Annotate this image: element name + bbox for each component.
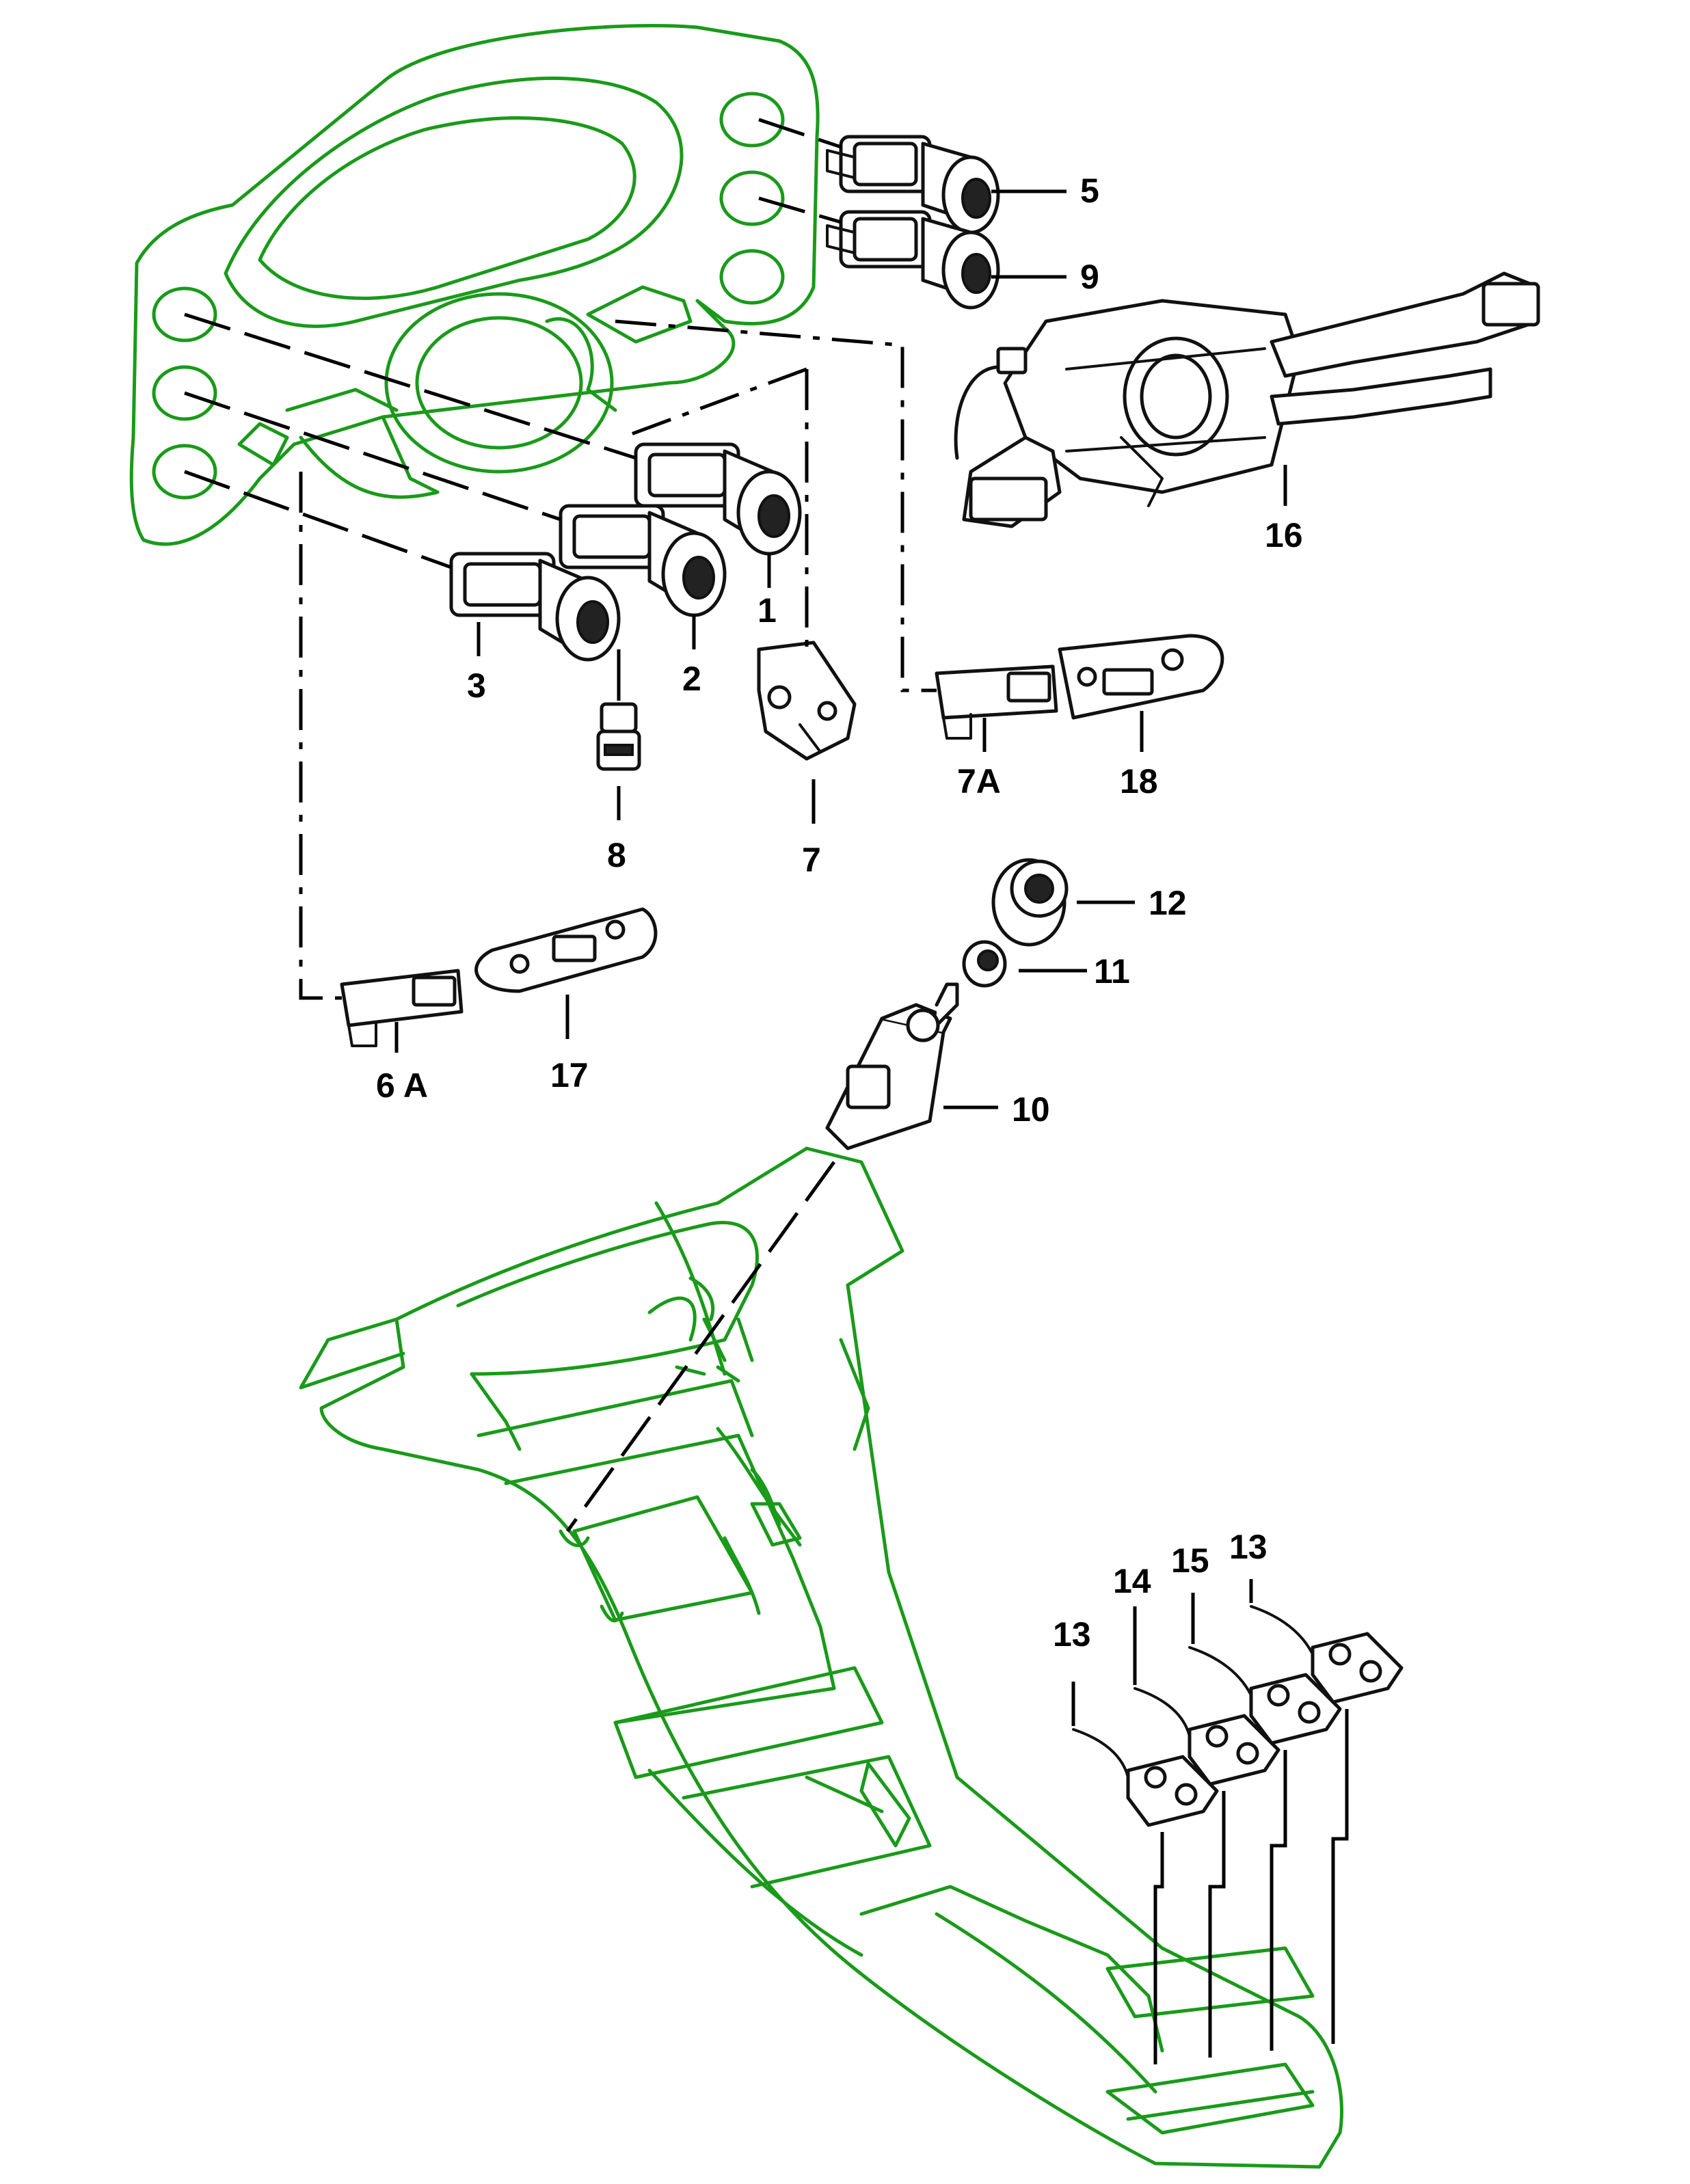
switch-6a — [340, 969, 464, 1047]
callout-6a: 6 A — [376, 1066, 428, 1105]
callout-14: 14 — [1113, 1562, 1151, 1600]
callout-16: 16 — [1265, 516, 1303, 554]
callout-5: 5 — [1080, 172, 1099, 210]
leader-lines — [394, 189, 1287, 1726]
trim-plate-18 — [1058, 634, 1224, 720]
seat-switch-14 — [1134, 1687, 1280, 1786]
callout-7a: 7A — [957, 762, 1001, 800]
switch-1 — [634, 442, 802, 556]
trim-plate-17 — [474, 907, 658, 993]
callout-10: 10 — [1012, 1090, 1050, 1129]
bracket-7 — [757, 641, 857, 761]
callout-9: 9 — [1080, 258, 1099, 296]
assembly-lines — [184, 118, 1349, 2064]
seat-switch-13-right — [1250, 1605, 1404, 1704]
callout-11: 11 — [1094, 952, 1130, 990]
seat-switch-15 — [1188, 1646, 1342, 1745]
switch-2 — [559, 504, 727, 617]
nut-11 — [962, 940, 1007, 988]
callout-labels: 5 9 1 2 3 8 7 16 7A 18 12 11 10 6 A 17 1… — [376, 172, 1303, 1654]
callout-15: 15 — [1171, 1541, 1209, 1580]
bulb-8 — [596, 702, 641, 771]
dashboard-outline — [129, 24, 820, 546]
callout-12: 12 — [1149, 884, 1187, 922]
center-console-outline — [299, 1146, 1343, 2169]
callout-13-right: 13 — [1229, 1528, 1268, 1566]
callout-7: 7 — [802, 841, 821, 879]
combination-switch-16 — [954, 271, 1540, 528]
callout-8: 8 — [607, 836, 626, 874]
callout-3: 3 — [467, 666, 486, 705]
switch-3 — [449, 552, 621, 662]
rotary-switch-10 — [825, 982, 959, 1150]
switch-9 — [826, 210, 1000, 310]
seat-switch-13-left — [1072, 1728, 1219, 1827]
callout-18: 18 — [1120, 762, 1158, 800]
switch-5 — [826, 135, 1000, 234]
switch-7a — [935, 664, 1058, 740]
callout-1: 1 — [757, 591, 777, 630]
callout-17: 17 — [550, 1056, 589, 1094]
callout-2: 2 — [682, 660, 701, 698]
callout-13-left: 13 — [1053, 1615, 1091, 1654]
knob-12 — [991, 858, 1069, 947]
